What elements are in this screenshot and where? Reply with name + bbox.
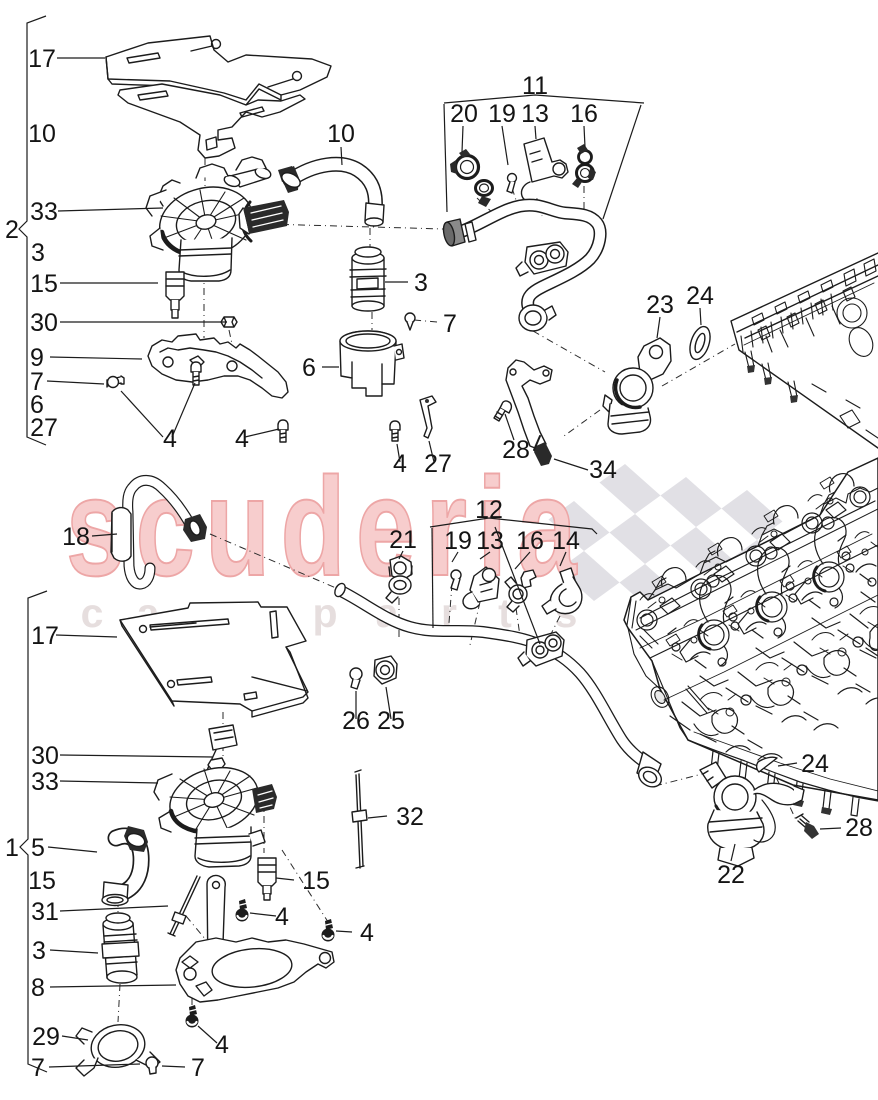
svg-text:r: r [441, 590, 457, 636]
svg-text:30: 30 [30, 309, 58, 337]
svg-text:2: 2 [5, 216, 19, 244]
svg-text:c: c [81, 590, 104, 636]
svg-text:33: 33 [31, 768, 59, 796]
svg-text:13: 13 [521, 100, 549, 128]
svg-text:4: 4 [235, 425, 249, 453]
svg-text:p: p [312, 590, 337, 636]
svg-text:t: t [498, 590, 512, 636]
svg-text:18: 18 [62, 523, 90, 551]
svg-text:19: 19 [488, 100, 516, 128]
svg-text:4: 4 [275, 903, 289, 931]
svg-text:14: 14 [552, 527, 580, 555]
svg-text:6: 6 [30, 391, 44, 419]
svg-text:27: 27 [30, 414, 58, 442]
svg-text:20: 20 [450, 100, 478, 128]
svg-text:16: 16 [516, 527, 544, 555]
svg-text:34: 34 [589, 456, 617, 484]
svg-text:17: 17 [31, 622, 59, 650]
svg-text:33: 33 [30, 198, 58, 226]
svg-text:7: 7 [191, 1054, 205, 1082]
svg-text:7: 7 [443, 310, 457, 338]
svg-text:32: 32 [396, 803, 424, 831]
svg-text:30: 30 [31, 742, 59, 770]
svg-text:6: 6 [302, 354, 316, 382]
svg-text:16: 16 [570, 100, 598, 128]
svg-text:4: 4 [393, 450, 407, 478]
svg-text:3: 3 [31, 239, 45, 267]
svg-text:22: 22 [717, 861, 745, 889]
svg-text:4: 4 [215, 1031, 229, 1059]
svg-text:4: 4 [360, 919, 374, 947]
svg-text:15: 15 [28, 867, 56, 895]
svg-text:5: 5 [31, 834, 45, 862]
svg-text:15: 15 [302, 867, 330, 895]
svg-text:15: 15 [30, 270, 58, 298]
svg-text:7: 7 [30, 368, 44, 396]
svg-text:27: 27 [424, 450, 452, 478]
svg-text:3: 3 [414, 269, 428, 297]
svg-text:13: 13 [476, 527, 504, 555]
svg-text:24: 24 [686, 282, 714, 310]
svg-text:10: 10 [327, 120, 355, 148]
svg-text:1: 1 [5, 834, 19, 862]
svg-text:31: 31 [31, 898, 59, 926]
svg-text:8: 8 [31, 974, 45, 1002]
svg-text:21: 21 [389, 526, 417, 554]
svg-text:25: 25 [377, 707, 405, 735]
svg-text:19: 19 [444, 527, 472, 555]
svg-text:23: 23 [646, 291, 674, 319]
svg-text:28: 28 [502, 436, 530, 464]
svg-text:29: 29 [32, 1023, 60, 1051]
svg-text:3: 3 [32, 937, 46, 965]
svg-text:10: 10 [28, 120, 56, 148]
svg-text:24: 24 [801, 750, 829, 778]
svg-text:17: 17 [28, 45, 56, 73]
svg-text:9: 9 [30, 344, 44, 372]
svg-text:28: 28 [845, 814, 873, 842]
